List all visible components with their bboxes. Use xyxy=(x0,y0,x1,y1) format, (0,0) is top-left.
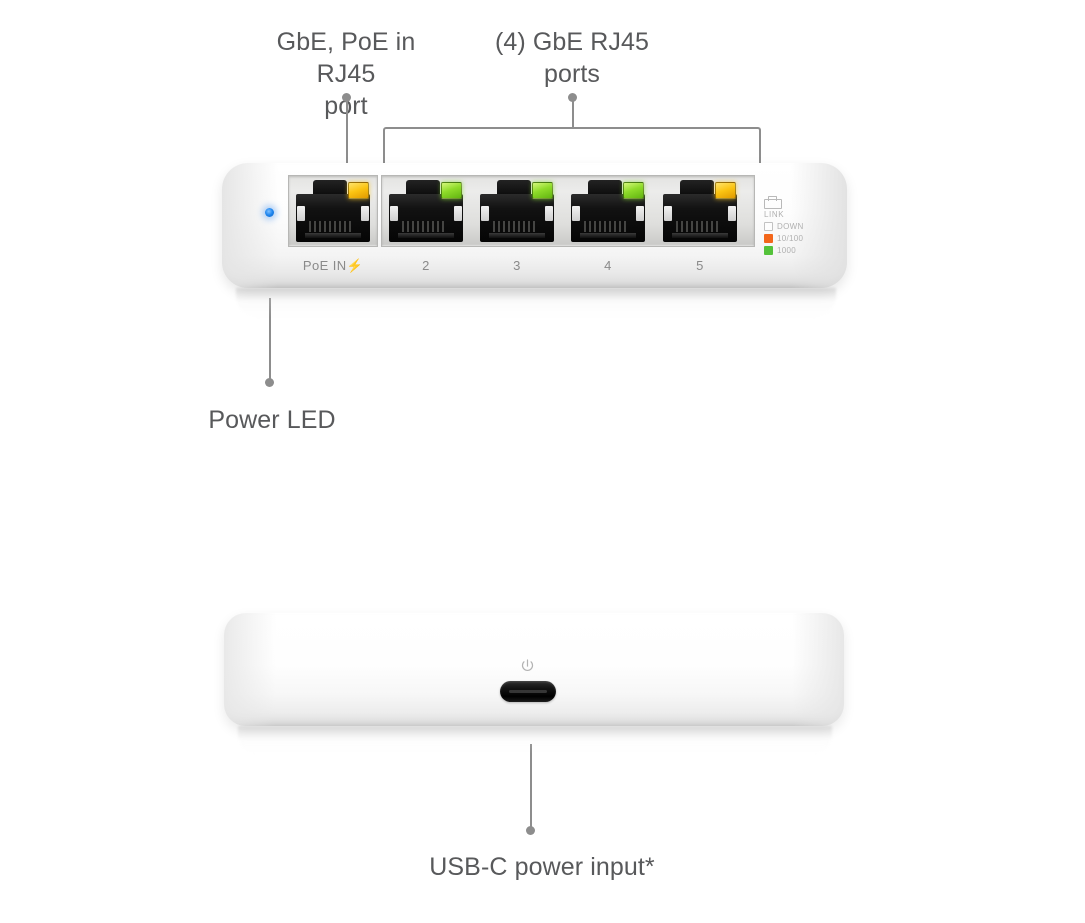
rj45-mouth-icon xyxy=(672,233,728,238)
legend-swatch-1000 xyxy=(764,246,773,255)
rj45-shoulder-left-icon xyxy=(572,206,580,221)
led-legend: LINK DOWN 10/100 1000 xyxy=(764,196,830,255)
leader-line-power-led xyxy=(269,298,271,380)
rj45-shoulder-left-icon xyxy=(297,206,305,221)
callout-usbc: USB-C power input* xyxy=(429,853,655,881)
rj45-tab-icon xyxy=(313,180,347,196)
rj45-shoulder-right-icon xyxy=(361,206,369,221)
rj45-port-2[interactable] xyxy=(389,180,463,242)
rj45-shoulder-left-icon xyxy=(664,206,672,221)
legend-row-10-100: 10/100 xyxy=(764,234,830,243)
rj45-shoulder-right-icon xyxy=(728,206,736,221)
port-label-5: 5 xyxy=(696,258,704,273)
rj45-mouth-icon xyxy=(305,233,361,238)
legend-link-caption: LINK xyxy=(764,210,785,219)
rj45-pins-icon xyxy=(309,221,351,232)
leader-line-usbc xyxy=(530,744,532,828)
power-led-indicator xyxy=(265,208,274,217)
port-label-4: 4 xyxy=(604,258,612,273)
rj45-shoulder-right-icon xyxy=(454,206,462,221)
legend-swatch-10-100 xyxy=(764,234,773,243)
port-led-2 xyxy=(441,182,462,199)
rj45-shoulder-left-icon xyxy=(390,206,398,221)
legend-swatch-down xyxy=(764,222,773,231)
rj45-mouth-icon xyxy=(398,233,454,238)
callout-power-led: Power LED xyxy=(208,406,336,434)
leader-dot-poe xyxy=(342,93,351,102)
usbc-power-port[interactable] xyxy=(500,681,556,702)
rj45-tab-icon xyxy=(497,180,531,196)
rj45-port-4[interactable] xyxy=(571,180,645,242)
rj45-mouth-icon xyxy=(580,233,636,238)
rj45-tab-icon xyxy=(406,180,440,196)
legend-label-down: DOWN xyxy=(777,222,804,231)
rj45-port-3[interactable] xyxy=(480,180,554,242)
callout-poe-port: GbE, PoE in RJ45 port xyxy=(276,28,416,120)
poe-bolt-icon: ⚡ xyxy=(346,258,364,273)
port-label-3: 3 xyxy=(513,258,521,273)
legend-row-1000: 1000 xyxy=(764,246,830,255)
rj45-port-5[interactable] xyxy=(663,180,737,242)
leader-line-gbe xyxy=(572,98,574,128)
rj45-pins-icon xyxy=(493,221,535,232)
port-label-1: PoE IN⚡ xyxy=(288,258,378,274)
link-icon-body xyxy=(764,199,782,209)
rj45-shoulder-right-icon xyxy=(545,206,553,221)
legend-label-1000: 1000 xyxy=(777,246,796,255)
power-symbol-icon xyxy=(519,658,536,675)
port-led-5 xyxy=(715,182,736,199)
rj45-pins-icon xyxy=(584,221,626,232)
port-led-1 xyxy=(348,182,369,199)
port-label-1-text: PoE IN xyxy=(302,258,347,273)
port-label-2: 2 xyxy=(422,258,430,273)
usbc-device-reflection xyxy=(238,726,832,754)
link-icon-tab xyxy=(768,196,777,201)
rj45-tab-icon xyxy=(588,180,622,196)
port-led-3 xyxy=(532,182,553,199)
rj45-shoulder-right-icon xyxy=(636,206,644,221)
network-switch-rear xyxy=(224,613,844,726)
rj45-port-1[interactable] xyxy=(296,180,370,242)
legend-row-down: DOWN xyxy=(764,222,830,231)
callout-gbe-ports: (4) GbE RJ45 ports xyxy=(494,28,650,88)
rj45-pins-icon xyxy=(676,221,718,232)
switch-reflection xyxy=(236,288,836,318)
port-led-4 xyxy=(623,182,644,199)
link-icon xyxy=(764,196,782,209)
rj45-shoulder-left-icon xyxy=(481,206,489,221)
leader-dot-power-led xyxy=(265,378,274,387)
leader-dot-usbc xyxy=(526,826,535,835)
legend-label-10-100: 10/100 xyxy=(777,234,804,243)
leader-line-poe xyxy=(346,98,348,164)
rj45-tab-icon xyxy=(680,180,714,196)
rj45-pins-icon xyxy=(402,221,444,232)
bracket-gbe-ports xyxy=(383,127,761,164)
rj45-mouth-icon xyxy=(489,233,545,238)
leader-dot-gbe xyxy=(568,93,577,102)
